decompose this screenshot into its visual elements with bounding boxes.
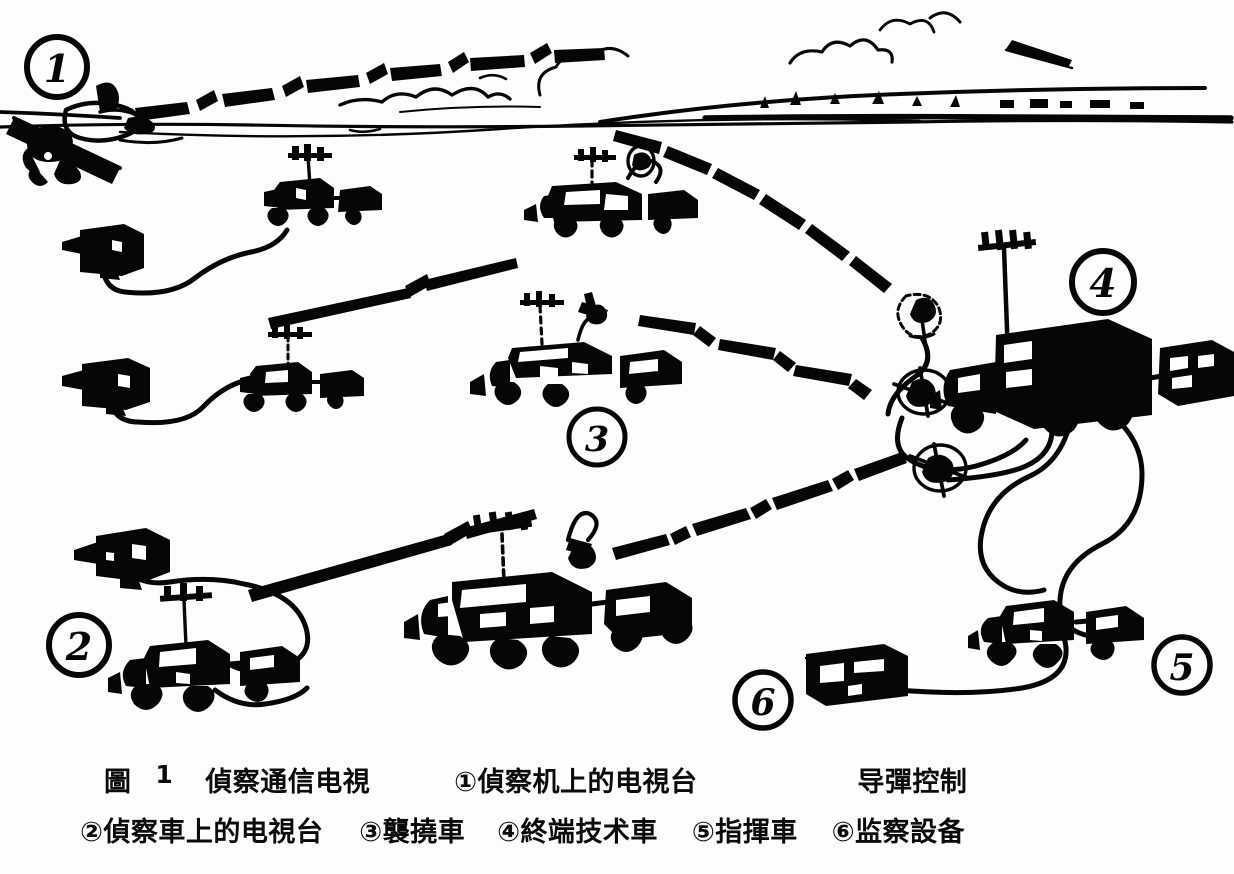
figure-number: 1	[155, 760, 174, 789]
legend-marker-2: ②	[80, 817, 104, 848]
callout-badge-5: 5	[1151, 634, 1213, 696]
legend-marker-3: ③	[359, 817, 383, 848]
surveillance-equipment	[804, 644, 908, 706]
callout-badge-4: 4	[1069, 248, 1137, 316]
cable-camera-jeep-middle	[107, 375, 261, 426]
legend-item-5: ⑤指揮車	[692, 810, 798, 849]
legend-text-3: 襲撓車	[382, 817, 466, 848]
cable-dish-to-truck	[885, 335, 931, 417]
scene-illustration: 1 2 3 4 5 6	[0, 11, 1234, 731]
svg-text:1: 1	[44, 46, 70, 91]
callout-badge-3: 3	[566, 406, 628, 468]
dish-antenna-lower	[908, 442, 970, 498]
camera-unit-top-left	[62, 224, 144, 280]
legend-item-3: ③襲撓車	[359, 810, 465, 849]
cable-jeep-trailer-lower	[212, 685, 310, 708]
svg-text:6: 6	[750, 682, 775, 724]
signal-path-jammer	[638, 315, 872, 400]
camera-unit-middle-left	[62, 358, 150, 416]
recon-truck-lower-center	[404, 511, 693, 670]
legend-item-2: ②偵察車上的电視台	[80, 810, 323, 849]
callout-badge-1: 1	[24, 34, 90, 100]
reconnaissance-aircraft	[6, 82, 184, 186]
svg-text:4: 4	[1089, 261, 1116, 307]
legend-marker-5: ⑤	[691, 817, 716, 848]
legend-text-4: 終端技术車	[520, 817, 658, 848]
legend-item-1: ①偵察机上的电視台	[454, 760, 697, 799]
recon-truck-upper-center	[524, 144, 698, 238]
reconnaissance-vehicle	[108, 583, 300, 712]
cable-camera-jeep-top	[100, 227, 290, 296]
svg-text:2: 2	[65, 624, 92, 669]
legend-marker-1: ①	[454, 767, 478, 798]
caption-block: 圖 1 偵察通信电視 ①偵察机上的电視台 导彈控制 ②偵察車上的电視台 ③襲撓車…	[0, 752, 1234, 874]
camera-unit-lower-left	[74, 528, 170, 590]
yagi-antenna-terminal	[977, 229, 1037, 252]
callout-badge-2: 2	[46, 612, 112, 678]
dish-antenna-upper	[896, 292, 943, 350]
terminal-technology-vehicle	[930, 229, 1234, 437]
missile-control-label: 导彈控制	[857, 767, 968, 798]
command-vehicle	[968, 600, 1144, 668]
legend-text-5: 指揮車	[715, 817, 798, 848]
legend-marker-4: ④	[497, 817, 521, 848]
caption-line-2: ②偵察車上的电視台 ③襲撓車 ④終端技术車 ⑤指揮車 ⑥监察設备	[0, 810, 1234, 849]
svg-text:5: 5	[1169, 647, 1194, 689]
horizon-lines	[0, 86, 1234, 138]
dish-antenna-middle	[892, 366, 952, 418]
signal-beam-group	[248, 258, 537, 602]
signal-path-aircraft	[135, 43, 605, 121]
recon-jeep-middle	[240, 323, 364, 412]
aircraft-engine-detail	[22, 125, 81, 186]
legend-text-6: 监察設备	[855, 817, 965, 848]
cable-dish-lower-to-truck	[945, 427, 1055, 483]
figure-label: 圖	[104, 767, 132, 798]
recon-jeep-top	[264, 144, 382, 226]
figure-title: 偵察通信电視	[205, 767, 371, 798]
signal-path-group	[135, 43, 907, 602]
legend-item-6: ⑥监察設备	[832, 810, 965, 849]
legend-text-2: 偵察車上的电視台	[103, 817, 324, 848]
caption-line-1: 圖 1 偵察通信电視 ①偵察机上的电視台 导彈控制	[0, 760, 1234, 799]
signal-path-lower	[612, 452, 907, 560]
legend-marker-6: ⑥	[831, 817, 855, 848]
yagi-antenna-lower-truck	[469, 511, 533, 536]
callout-badge-6: 6	[732, 669, 794, 731]
cloud-group	[338, 11, 1074, 134]
legend-text-1: 偵察机上的电視台	[477, 767, 698, 798]
yagi-antenna-top	[288, 144, 332, 161]
cable-terminal-to-dish	[977, 411, 1075, 595]
cable-terminal-to-command	[1057, 409, 1145, 639]
jamming-vehicle	[470, 291, 682, 407]
yagi-antenna-recon	[159, 583, 213, 602]
svg-text:3: 3	[585, 419, 609, 460]
legend-item-4: ④終端技术車	[497, 810, 658, 849]
